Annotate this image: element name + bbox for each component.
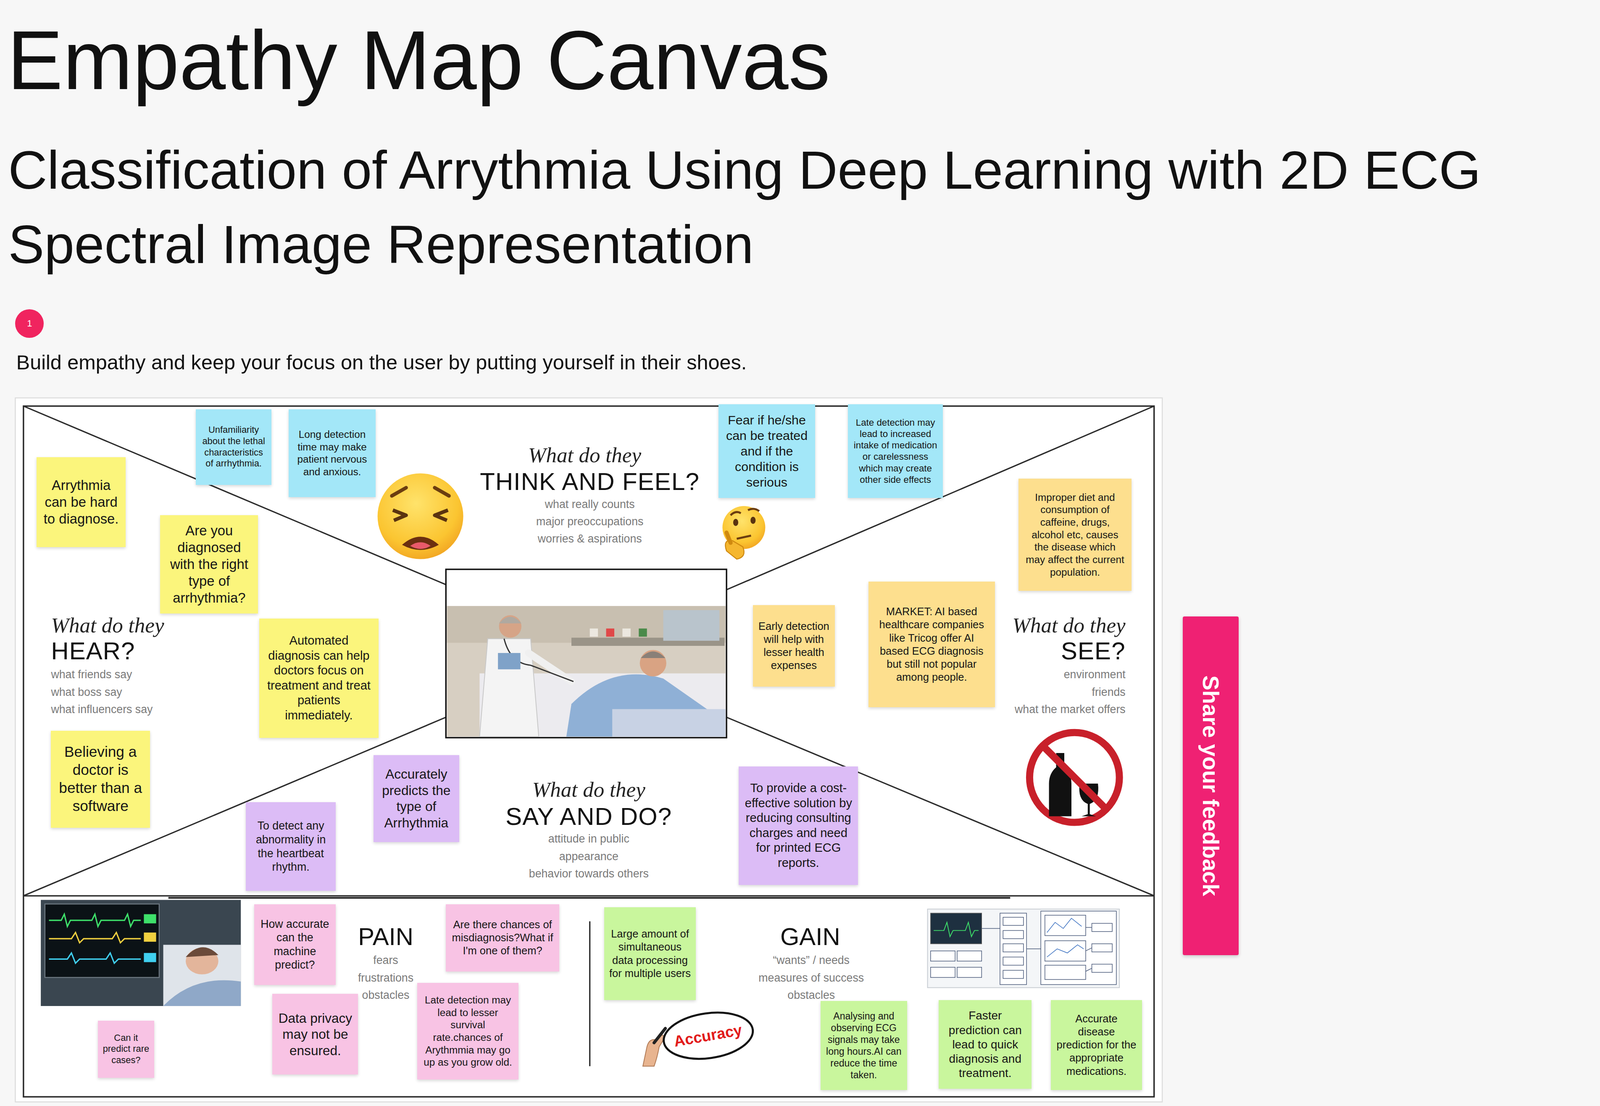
note-text: Accurately predicts the type of Arrhythm… <box>378 765 455 831</box>
sticky-note: Late detection may lead to lesser surviv… <box>417 982 519 1080</box>
quadrant-hint: “wants” / needs <box>772 953 850 967</box>
note-text: Late detection may lead to increased int… <box>852 416 938 486</box>
quadrant-hint: attitude in public <box>548 831 630 846</box>
quadrant-heading: SAY AND DO? <box>505 801 672 832</box>
sticky-note: To detect any abnormality in the heartbe… <box>245 802 336 891</box>
subtitle: Classification of Arrythmia Using Deep L… <box>7 132 1570 282</box>
sticky-note: Improper diet and consumption of caffein… <box>1018 478 1132 591</box>
instruction-text: Build empathy and keep your focus on the… <box>16 350 747 375</box>
sticky-note: Analysing and observing ECG signals may … <box>820 1000 908 1090</box>
quadrant-hint: environment <box>1063 667 1126 682</box>
quadrant-hint: major preoccupations <box>536 514 644 529</box>
quadrant-hint: appearance <box>559 849 619 864</box>
quadrant-lead: What do they <box>528 442 642 469</box>
quadrant-heading: HEAR? <box>50 636 135 666</box>
note-text: Improper diet and consumption of caffein… <box>1023 491 1127 579</box>
accuracy-ellipse: Accuracy <box>661 1010 756 1061</box>
note-text: Arrythmia can be hard to diagnose. <box>42 476 121 528</box>
note-text: Are you diagnosed with the right type of… <box>165 522 253 607</box>
quadrant-hint: friends <box>1092 685 1126 699</box>
sticky-note: Faster prediction can lead to quick diag… <box>938 1000 1032 1089</box>
quadrant-hint: what really counts <box>544 497 635 511</box>
quadrant-hint: what influencers say <box>50 702 153 716</box>
note-text: Late detection may lead to lesser surviv… <box>422 993 514 1069</box>
quadrant-hint: measures of success <box>758 971 864 985</box>
quadrant-hint: obstacles <box>787 988 835 1002</box>
sticky-note: To provide a cost-effective solution by … <box>738 766 858 885</box>
note-text: Accurate disease prediction for the appr… <box>1056 1012 1137 1078</box>
quadrant-heading: THINK AND FEEL? <box>479 466 700 497</box>
sticky-note: Automated diagnosis can help doctors foc… <box>259 618 379 738</box>
sticky-note: Data privacy may not be ensured. <box>272 993 358 1075</box>
quadrant-lead: What do they <box>50 612 164 639</box>
sticky-note: Unfamiliarity about the lethal character… <box>195 409 272 485</box>
note-text: Long detection time may make patient ner… <box>293 428 371 479</box>
note-text: Data privacy may not be ensured. <box>277 1010 354 1059</box>
note-text: Automated diagnosis can help doctors foc… <box>264 633 374 723</box>
quadrant-hint: what boss say <box>50 685 122 699</box>
note-text: Believing a doctor is better than a soft… <box>56 742 145 816</box>
sticky-note: Large amount of simultaneous data proces… <box>604 907 697 1000</box>
quadrant-hint: what the market offers <box>1014 702 1126 716</box>
sticky-note: MARKET: AI based healthcare companies li… <box>868 581 995 708</box>
note-text: To provide a cost-effective solution by … <box>743 780 853 871</box>
note-text: To detect any abnormality in the heartbe… <box>250 818 331 874</box>
quadrant-hint: what friends say <box>50 667 132 682</box>
feedback-tab: Share your feedback <box>1182 616 1240 956</box>
section-heading: GAIN <box>780 921 841 952</box>
quadrant-lead: What do they <box>1012 612 1126 639</box>
sticky-note: Long detection time may make patient ner… <box>288 409 376 498</box>
quadrant-lead: What do they <box>532 776 646 803</box>
page-title: Empathy Map Canvas <box>7 18 831 103</box>
sticky-note: Accurately predicts the type of Arrhythm… <box>373 755 460 842</box>
quadrant-heading: SEE? <box>1060 636 1126 666</box>
note-text: Analysing and observing ECG signals may … <box>825 1010 903 1082</box>
note-text: How accurate can the machine predict? <box>259 917 331 972</box>
note-text: MARKET: AI based healthcare companies li… <box>873 605 990 684</box>
sticky-note: Late detection may lead to increased int… <box>847 404 943 498</box>
note-text: Can it predict rare cases? <box>100 1032 151 1066</box>
quadrant-hint: behavior towards others <box>528 866 649 881</box>
note-text: Faster prediction can lead to quick diag… <box>943 1008 1027 1080</box>
sticky-note: Early detection will help with lesser he… <box>752 605 835 687</box>
sticky-note: Fear if he/she can be treated and if the… <box>718 404 816 498</box>
sticky-note: Are you diagnosed with the right type of… <box>160 515 258 614</box>
sticky-note: Believing a doctor is better than a soft… <box>50 730 150 828</box>
note-text: Unfamiliarity about the lethal character… <box>200 424 266 470</box>
section-heading: PAIN <box>357 921 414 952</box>
callout-number-text: 1 <box>26 318 32 329</box>
sticky-note: Arrythmia can be hard to diagnose. <box>36 457 126 548</box>
note-text: Large amount of simultaneous data proces… <box>609 927 691 980</box>
quadrant-hint: frustrations <box>357 971 414 985</box>
note-text: Fear if he/she can be treated and if the… <box>723 412 811 490</box>
callout-number: 1 <box>15 309 44 338</box>
note-text: Are there chances of misdiagnosis?What i… <box>450 918 554 958</box>
sticky-note: How accurate can the machine predict? <box>254 904 336 985</box>
sticky-note: Can it predict rare cases? <box>97 1020 155 1078</box>
sticky-note: Accurate disease prediction for the appr… <box>1050 1000 1142 1090</box>
note-text: Early detection will help with lesser he… <box>757 619 830 672</box>
quadrant-hint: fears <box>373 953 398 967</box>
quadrant-hint: obstacles <box>362 988 410 1002</box>
quadrant-hint: worries & aspirations <box>537 531 643 546</box>
feedback-tab-text: Share your feedback <box>1199 675 1222 897</box>
sticky-note: Are there chances of misdiagnosis?What i… <box>445 904 560 972</box>
